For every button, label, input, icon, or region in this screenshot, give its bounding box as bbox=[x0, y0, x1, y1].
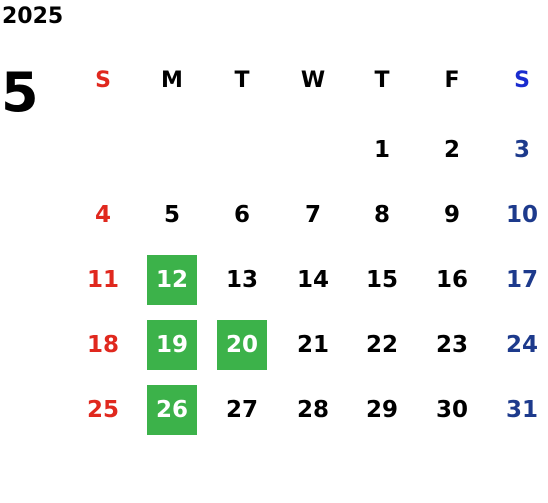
year-label: 2025 bbox=[2, 4, 64, 29]
day-cell-8[interactable]: 8 bbox=[373, 202, 390, 228]
weekday-header-tue: T bbox=[234, 68, 250, 93]
day-cell-5[interactable]: 5 bbox=[163, 202, 180, 228]
weekday-header-sat: S bbox=[514, 68, 530, 93]
day-cell-10[interactable]: 10 bbox=[505, 202, 538, 228]
weekday-header-sun: S bbox=[95, 68, 111, 93]
day-cell-22[interactable]: 22 bbox=[365, 332, 398, 358]
day-cell-7[interactable]: 7 bbox=[304, 202, 321, 228]
day-cell-6[interactable]: 6 bbox=[233, 202, 250, 228]
day-cell-1[interactable]: 1 bbox=[373, 137, 390, 163]
day-cell-21[interactable]: 21 bbox=[296, 332, 329, 358]
day-cell-3[interactable]: 3 bbox=[513, 137, 530, 163]
day-cell-16[interactable]: 16 bbox=[435, 267, 468, 293]
day-cell-19[interactable]: 19 bbox=[147, 320, 197, 370]
day-cell-28[interactable]: 28 bbox=[296, 397, 329, 423]
day-cell-12[interactable]: 12 bbox=[147, 255, 197, 305]
day-cell-23[interactable]: 23 bbox=[435, 332, 468, 358]
day-cell-31[interactable]: 31 bbox=[505, 397, 538, 423]
day-cell-9[interactable]: 9 bbox=[443, 202, 460, 228]
weekday-header-fri: F bbox=[444, 68, 460, 93]
month-label: 5 bbox=[1, 61, 39, 124]
day-cell-29[interactable]: 29 bbox=[365, 397, 398, 423]
weekday-header-mon: M bbox=[161, 68, 183, 93]
day-cell-18[interactable]: 18 bbox=[86, 332, 119, 358]
day-cell-30[interactable]: 30 bbox=[435, 397, 468, 423]
day-cell-2[interactable]: 2 bbox=[443, 137, 460, 163]
day-cell-17[interactable]: 17 bbox=[505, 267, 538, 293]
weekday-header-thu: T bbox=[374, 68, 390, 93]
day-cell-4[interactable]: 4 bbox=[94, 202, 111, 228]
day-cell-20[interactable]: 20 bbox=[217, 320, 267, 370]
day-cell-14[interactable]: 14 bbox=[296, 267, 329, 293]
day-cell-11[interactable]: 11 bbox=[86, 267, 119, 293]
day-cell-26[interactable]: 26 bbox=[147, 385, 197, 435]
weekday-header-wed: W bbox=[300, 68, 326, 93]
day-cell-25[interactable]: 25 bbox=[86, 397, 119, 423]
day-cell-24[interactable]: 24 bbox=[505, 332, 538, 358]
day-cell-15[interactable]: 15 bbox=[365, 267, 398, 293]
day-cell-13[interactable]: 13 bbox=[225, 267, 258, 293]
day-cell-27[interactable]: 27 bbox=[225, 397, 258, 423]
